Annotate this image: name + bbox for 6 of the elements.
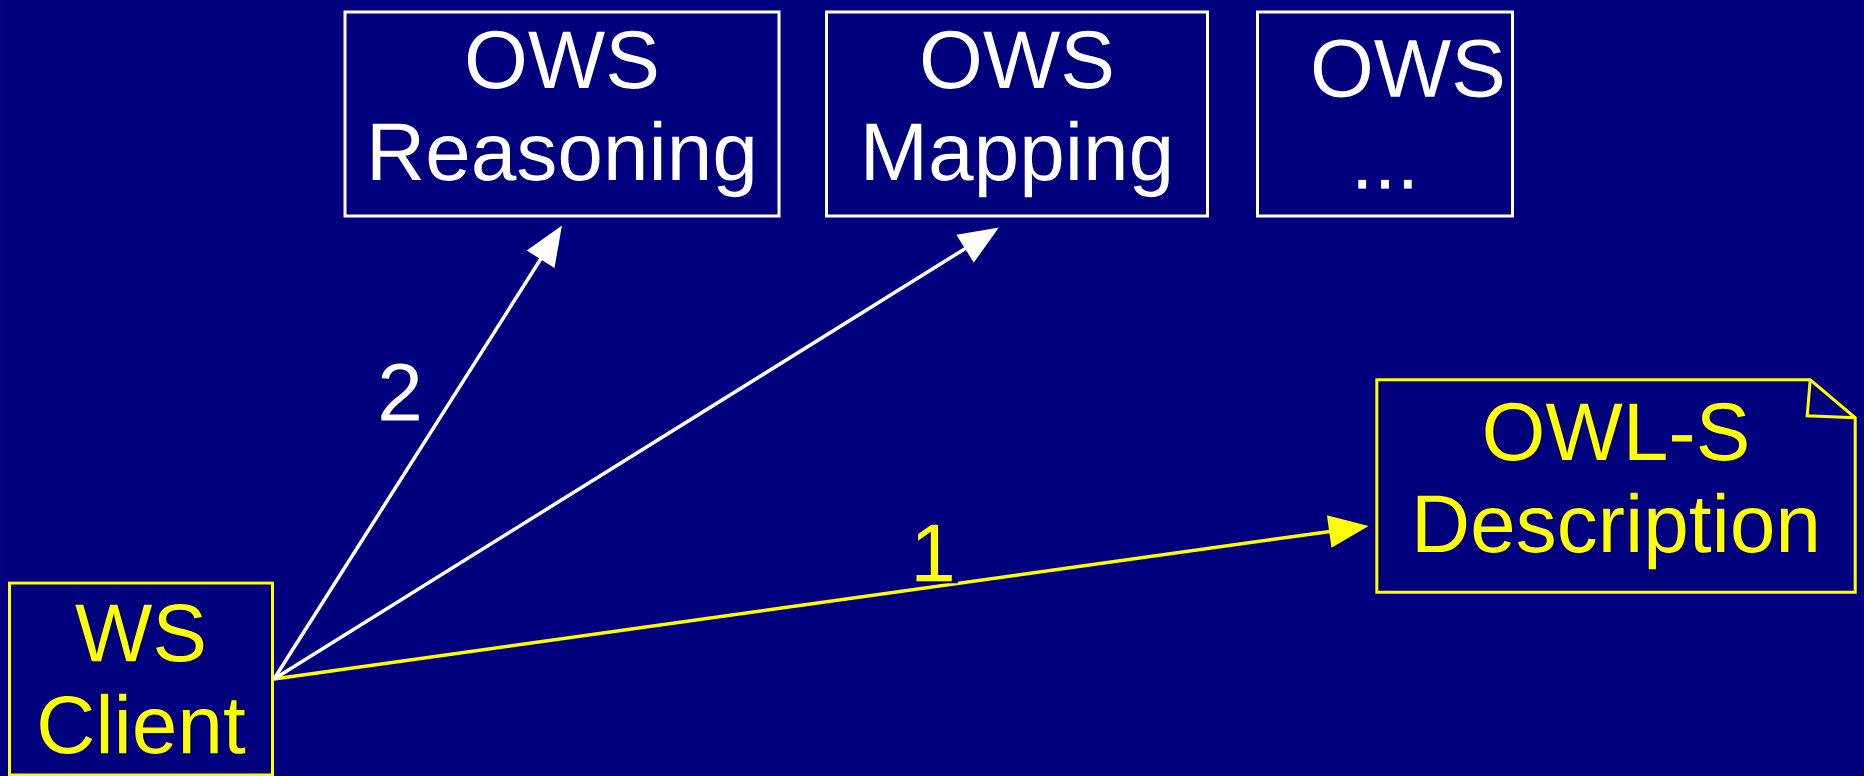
edge-label: 2: [375, 361, 425, 423]
process-box: OWS Mapping: [825, 10, 1209, 218]
process-box: WS Client: [8, 581, 274, 776]
process-box: OWS Reasoning: [343, 10, 781, 218]
edge-label: 1: [908, 522, 958, 584]
process-box: OWS ...: [1256, 10, 1514, 218]
